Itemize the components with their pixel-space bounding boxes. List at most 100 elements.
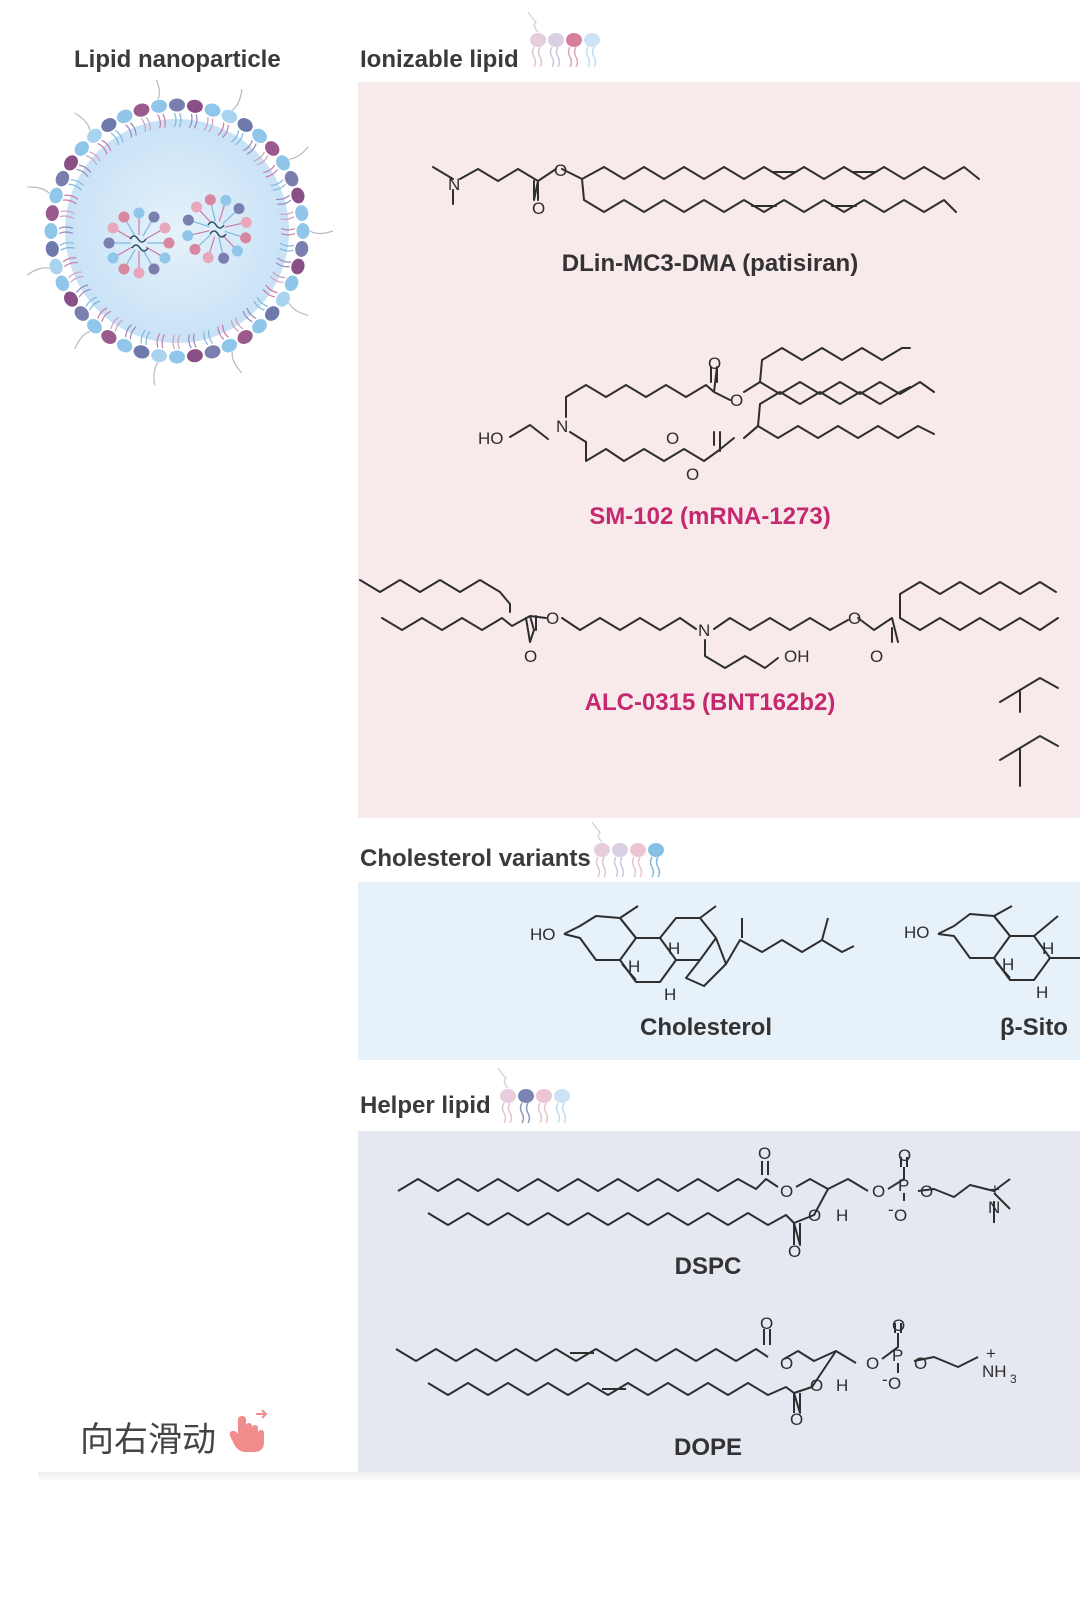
atom-label: HO	[478, 429, 504, 448]
inner-lipid-head	[182, 230, 194, 242]
lipid-head	[291, 258, 305, 275]
lipid-tail	[114, 319, 124, 332]
mc3-structure	[432, 166, 980, 213]
lipid-tail	[230, 130, 240, 143]
inner-lipid-tail	[198, 233, 212, 247]
lipid-tail	[64, 261, 78, 268]
peg-chain	[74, 112, 91, 131]
dope-structure	[395, 1323, 979, 1414]
atom-label: O	[894, 1206, 907, 1225]
lipid-tail	[145, 116, 151, 131]
atom-label: O	[870, 647, 883, 666]
lipid-head	[49, 187, 63, 204]
inner-lipid-head	[148, 263, 160, 275]
atom-label: O	[666, 429, 679, 448]
atom-label: O	[888, 1374, 901, 1393]
lipid-head	[49, 258, 63, 275]
inner-lipid-head	[148, 211, 160, 223]
lipid-tail	[188, 334, 192, 349]
lipid-tail	[242, 139, 253, 152]
helper-section-title: Helper lipid	[360, 1092, 491, 1119]
lipid-tail	[256, 296, 269, 307]
lipid-tail	[97, 307, 108, 319]
lipid-tail	[242, 311, 253, 323]
lipid-tail	[110, 316, 120, 330]
lipid-head	[151, 349, 168, 363]
lipid-head	[265, 306, 280, 321]
lipid-tail	[263, 164, 276, 174]
inner-lipid-head	[191, 201, 203, 213]
lipid-head	[64, 155, 78, 171]
alc0315-label: ALC-0315 (BNT162b2)	[584, 689, 836, 716]
lipid-tail	[161, 333, 166, 349]
atom-label: NH	[982, 1362, 1007, 1381]
inner-lipid-tail	[199, 210, 213, 224]
lnp-title: Lipid nanoparticle	[74, 46, 281, 73]
atom-label: O	[730, 391, 743, 410]
lipid-head	[221, 109, 238, 124]
dspc-label: DSPC	[674, 1253, 742, 1280]
inner-lipid-tail	[145, 229, 161, 240]
lipid-tail	[129, 326, 137, 340]
lipid-tail	[207, 330, 214, 344]
atom-label: N	[448, 175, 460, 194]
inner-lipid-head	[218, 252, 230, 264]
cholesterol-structures: HO H H H HO H H H	[530, 905, 1080, 1004]
lipid-head	[296, 223, 310, 239]
inner-lipid-head	[231, 245, 243, 257]
atom-label: N	[556, 417, 568, 436]
cholesterol-panel: HO H H H HO H H H	[358, 882, 1080, 1060]
lipid-tail	[162, 113, 166, 128]
ionizable-section-title: Ionizable lipid	[360, 46, 519, 73]
lipid-head	[221, 338, 238, 353]
lipid-tail	[101, 310, 112, 323]
atom-label: O	[808, 1206, 821, 1225]
cholesterol-section-title: Cholesterol variants	[360, 845, 591, 872]
lipid-head	[186, 99, 203, 113]
lipid-head	[204, 103, 221, 117]
peg-chain	[231, 351, 243, 374]
lipid-tail	[270, 276, 284, 283]
lipid-head	[252, 319, 267, 334]
lipid-tail	[275, 262, 290, 268]
lipid-tail	[88, 300, 101, 311]
lipid-tail	[272, 183, 286, 191]
lnp-lipid-tails	[26, 80, 334, 386]
dope-label: DOPE	[673, 1434, 742, 1461]
inner-lipid-head	[233, 203, 245, 215]
inner-lipid-head	[159, 222, 171, 234]
lnp-lipid-heads	[44, 98, 310, 364]
atom-label: 3	[1010, 1372, 1017, 1386]
lipid-tail	[253, 300, 265, 311]
atom-label: O	[524, 647, 537, 666]
dspc-structure	[397, 1157, 1011, 1246]
lipid-tail	[68, 183, 82, 191]
peg-chain	[288, 302, 309, 316]
mc3-label: DLin-MC3-DMA (patisiran)	[561, 250, 859, 277]
lipid-tail	[222, 124, 229, 138]
lipid-head	[45, 240, 59, 257]
lipid-tail	[279, 247, 294, 252]
inner-lipid-head	[107, 252, 119, 264]
lipid-tail	[75, 284, 89, 294]
atom-label: H	[628, 957, 640, 976]
inner-lipid-tail	[218, 204, 225, 222]
atom-label: H	[1002, 955, 1014, 974]
lipid-tail	[78, 164, 92, 174]
atom-label: O	[686, 465, 699, 484]
swipe-hand-icon[interactable]	[228, 1410, 270, 1456]
inner-lipid-tail	[222, 211, 236, 225]
swipe-hint-text: 向右滑动	[80, 1420, 216, 1460]
atom-label: O	[920, 1182, 933, 1201]
lipid-tail	[101, 139, 112, 151]
lipid-tail	[262, 288, 276, 298]
lipid-head	[291, 187, 305, 204]
atom-label: N	[988, 1198, 1000, 1217]
atom-label: OH	[784, 647, 810, 666]
lipid-head	[87, 128, 102, 143]
lipid-tail	[89, 151, 101, 162]
atom-label: O	[708, 354, 721, 373]
atom-label: O	[554, 161, 567, 180]
atom-label: H	[836, 1206, 848, 1225]
lipid-tail	[110, 132, 120, 145]
